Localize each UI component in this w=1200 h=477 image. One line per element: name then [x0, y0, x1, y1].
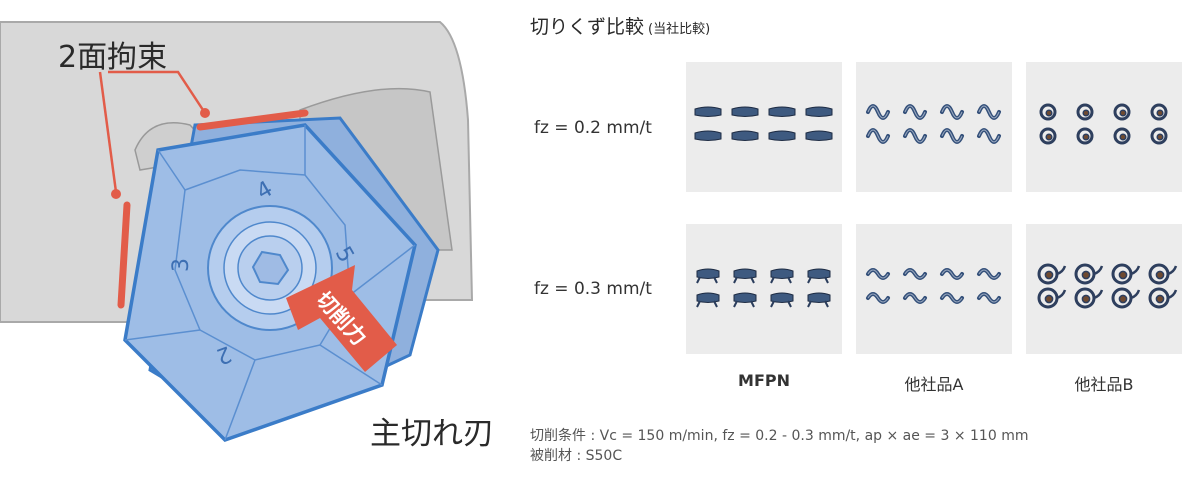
chip [1037, 263, 1067, 285]
chip [866, 104, 890, 120]
chip [977, 104, 1001, 120]
chip [1148, 287, 1178, 309]
chip [866, 268, 890, 280]
leader-dot-left [111, 189, 121, 199]
chip [770, 292, 794, 308]
chip [866, 128, 890, 144]
chip [903, 292, 927, 304]
chip [1148, 263, 1178, 285]
chip [1150, 103, 1168, 121]
workpiece-material: 被削材 : S50C [530, 448, 623, 464]
chip [731, 130, 759, 141]
cutting-edge-label: 主切れ刃 [370, 416, 494, 452]
chip-illustration [694, 106, 833, 141]
chip [733, 292, 757, 308]
chip [977, 128, 1001, 144]
column-label-competitor-a: 他社品A [904, 375, 964, 394]
chip [805, 130, 833, 141]
chip [903, 128, 927, 144]
torx-socket [251, 250, 290, 286]
chip [733, 268, 757, 284]
chip [1074, 263, 1104, 285]
leader-dot-top [200, 108, 210, 118]
chip-illustration [866, 104, 1001, 144]
chip [1039, 127, 1057, 145]
chip [807, 268, 831, 284]
constraint-leader-lines [98, 70, 207, 193]
chip [1150, 127, 1168, 145]
chip [768, 106, 796, 117]
chip [940, 268, 964, 280]
chip [940, 292, 964, 304]
insert-diagram: 4 5 3 2 切削力 2面拘束 主切れ刃 [0, 0, 520, 473]
chip [940, 104, 964, 120]
chip [977, 268, 1001, 280]
column-label-competitor-b: 他社品B [1074, 375, 1134, 394]
cutting-force-arrow [286, 265, 397, 372]
chip [768, 130, 796, 141]
chip-photo-mfpn-fz-0-2 [686, 62, 842, 192]
chip-comparison-panel: 切りくず比較(当社比較) fz = 0.2 mm/t fz = 0.3 mm/t… [520, 0, 1200, 473]
chip [805, 106, 833, 117]
cutting-conditions: 切削条件 : Vc = 150 m/min, fz = 0.2 - 0.3 mm… [530, 428, 1029, 444]
constraint-label: 2面拘束 [58, 40, 168, 75]
chip [977, 292, 1001, 304]
chip [1076, 127, 1094, 145]
chip [866, 292, 890, 304]
row-label-fz-0-2: fz = 0.2 mm/t [534, 118, 652, 138]
chip-photo-competitor-a-fz-0-3 [856, 224, 1012, 354]
chip [696, 268, 720, 284]
chip [696, 292, 720, 308]
chip [1111, 263, 1141, 285]
chip [694, 130, 722, 141]
column-label-mfpn: MFPN [738, 371, 790, 390]
insert-number-3: 3 [169, 258, 194, 272]
chip-photo-competitor-b-fz-0-3 [1026, 224, 1182, 354]
comparison-title: 切りくず比較(当社比較) [530, 12, 710, 39]
chip [1074, 287, 1104, 309]
chip [1037, 287, 1067, 309]
insert-illustration: 4 5 3 2 切削力 [0, 21, 474, 443]
chip [694, 106, 722, 117]
chip [1113, 103, 1131, 121]
chip [903, 104, 927, 120]
chip [770, 268, 794, 284]
chip-illustration [866, 268, 1001, 304]
chip-photo-competitor-b-fz-0-2 [1026, 62, 1182, 192]
chip-illustration [1037, 263, 1178, 309]
comparison-subtitle: (当社比較) [648, 22, 711, 37]
chip [1076, 103, 1094, 121]
chip [807, 292, 831, 308]
chip [1039, 103, 1057, 121]
chip [940, 128, 964, 144]
chip-illustration [696, 268, 831, 308]
chip-photo-mfpn-fz-0-3 [686, 224, 842, 354]
chip [903, 268, 927, 280]
constraint-surface-top [196, 109, 309, 131]
comparison-title-text: 切りくず比較 [530, 16, 645, 38]
chip [1113, 127, 1131, 145]
constraint-surface-left [117, 201, 131, 309]
chip [1111, 287, 1141, 309]
chip-photo-competitor-a-fz-0-2 [856, 62, 1012, 192]
chip [731, 106, 759, 117]
row-label-fz-0-3: fz = 0.3 mm/t [534, 279, 652, 299]
chip-illustration [1039, 103, 1168, 145]
